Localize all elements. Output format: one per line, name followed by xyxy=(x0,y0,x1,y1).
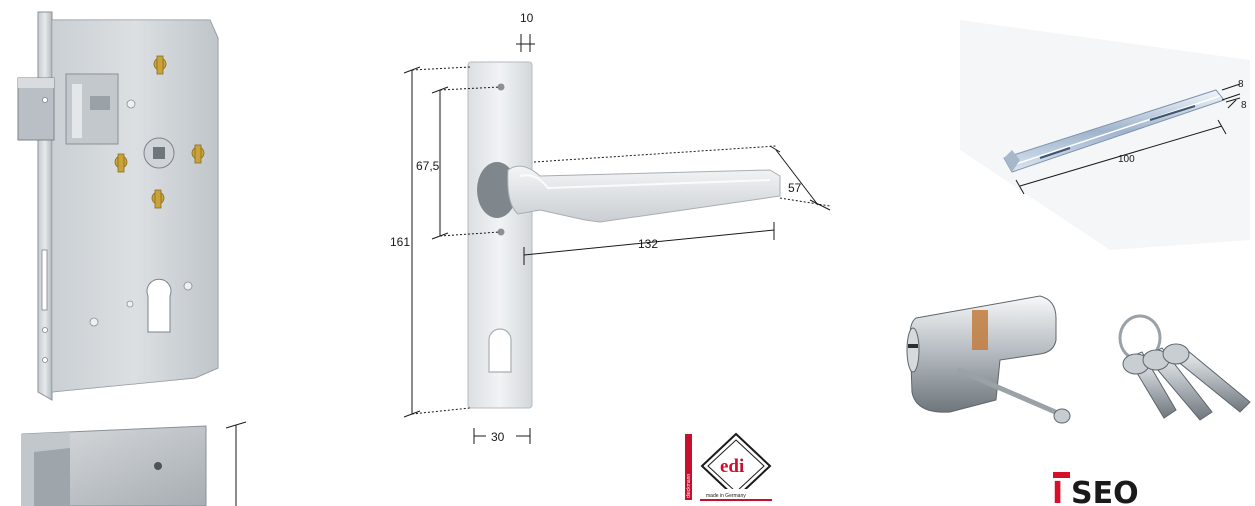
edi-logo: dieckmann edi made in Germany xyxy=(685,432,772,501)
dim-plate-width: 30 xyxy=(491,430,505,444)
edi-side-text: dieckmann xyxy=(686,474,692,498)
handle-dimension-lines xyxy=(403,34,831,444)
keys xyxy=(1118,314,1251,421)
strike-keeper-box xyxy=(21,421,247,506)
iseo-first-letter: I xyxy=(1052,476,1063,506)
dim-screw-offset: 10 xyxy=(520,11,534,25)
spindle-dimension-lines xyxy=(1015,83,1241,195)
dim-screw-spacing: 67,5 xyxy=(416,159,440,173)
iseo-logo: I SEO xyxy=(1052,472,1139,506)
spindle-dimension-labels: 100 8 8 xyxy=(1118,79,1247,165)
lever-handle xyxy=(467,61,781,409)
edi-mark: edi xyxy=(720,456,744,477)
dim-spindle-square-b: 8 xyxy=(1241,100,1247,111)
dim-spindle-length: 100 xyxy=(1118,154,1135,165)
edi-tagline: made in Germany xyxy=(706,493,746,499)
dim-lever-projection: 57 xyxy=(788,181,802,195)
mortise-lock xyxy=(17,11,219,401)
square-spindle xyxy=(960,20,1250,250)
dim-lever-length: 132 xyxy=(638,237,658,251)
euro-cylinder xyxy=(906,295,1071,424)
iseo-rest: SEO xyxy=(1071,476,1139,506)
dim-overall-height: 161 xyxy=(390,235,410,249)
dim-spindle-square-a: 8 xyxy=(1238,79,1244,90)
handle-dimension-labels: 10 161 67,5 132 57 30 xyxy=(390,11,802,444)
